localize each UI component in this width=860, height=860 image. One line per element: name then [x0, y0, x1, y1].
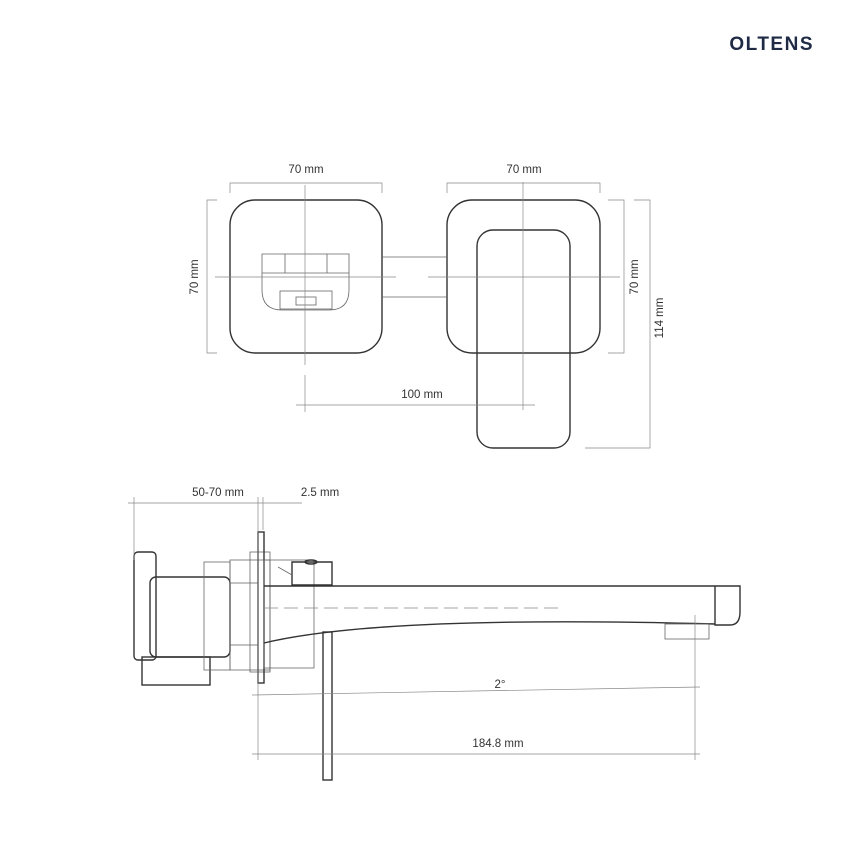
dim-left-plate-width: 70 mm [288, 164, 323, 176]
dim-spout-angle: 2° [495, 679, 506, 691]
dim-plate-thickness: 2.5 mm [301, 487, 339, 499]
front-view: 70 mm 70 mm 70 mm 70 mm 114 mm 100 mm [189, 164, 666, 449]
dim-wall-depth: 50-70 mm [192, 487, 244, 499]
dim-spout-length: 184.8 mm [472, 738, 523, 750]
dim-left-plate-height: 70 mm [189, 259, 201, 294]
dim-center-distance: 100 mm [401, 389, 443, 401]
spout-outlet [261, 253, 350, 311]
dim-right-plate-height: 70 mm [629, 259, 641, 294]
mixer-lever [476, 229, 571, 449]
spout [263, 585, 741, 644]
dim-right-plate-width: 70 mm [506, 164, 541, 176]
left-wall-plate [229, 199, 383, 354]
side-view: 50-70 mm 2.5 mm 2° 184.8 mm [128, 487, 741, 781]
dim-total-height: 114 mm [654, 298, 666, 339]
right-wall-plate [446, 199, 601, 354]
wall-flange [257, 531, 265, 684]
mixer-lever-side [322, 631, 333, 781]
brand-logo: OLTENS [729, 34, 814, 55]
